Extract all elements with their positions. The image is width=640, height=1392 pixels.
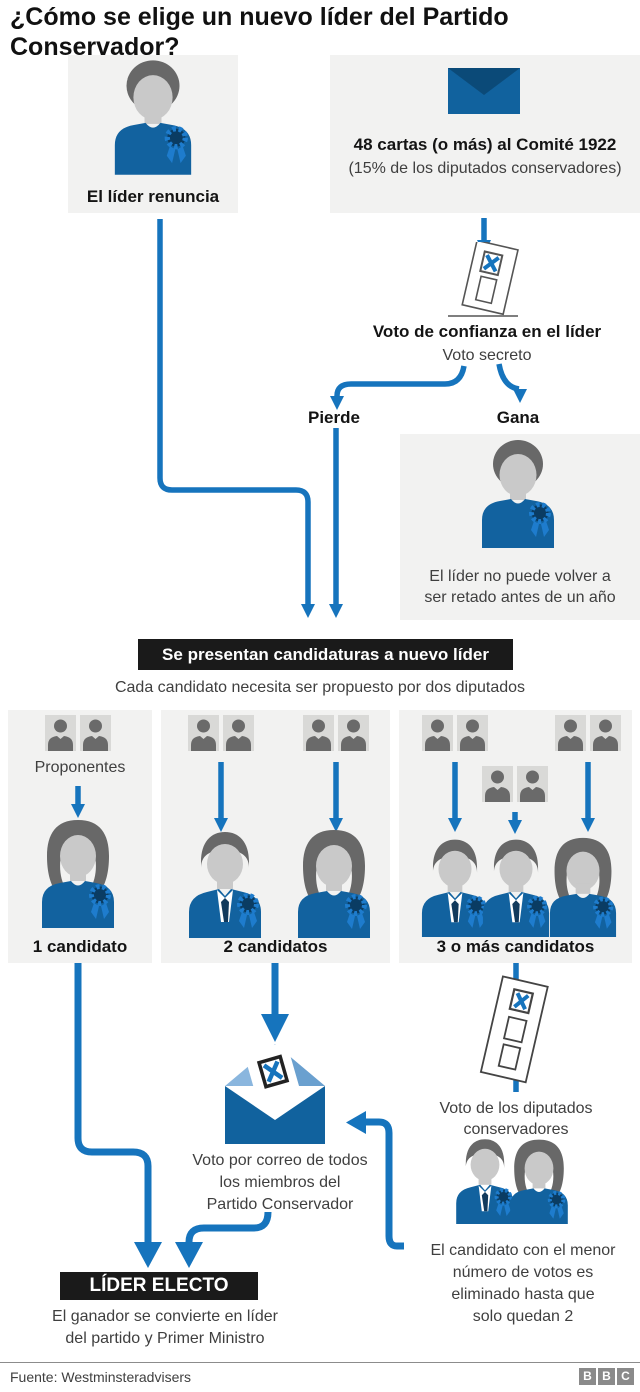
footer-divider (0, 1362, 640, 1363)
arrowhead-into-envelope (346, 1111, 366, 1134)
proposer-pair-icon (482, 766, 548, 802)
envelope-icon (448, 68, 520, 114)
flow-line-branch-win (496, 363, 520, 392)
page-title: ¿Cómo se elige un nuevo líder del Partid… (10, 3, 509, 61)
open-envelope-icon (225, 1041, 325, 1144)
nominations-banner: Se presentan candidaturas a nuevo líder (138, 639, 513, 670)
elimination-note: El candidato con el menor número de voto… (430, 1242, 616, 1325)
two-candidates-label: 2 candidatos (223, 937, 328, 956)
confidence-heading: Voto de confianza en el líder (372, 322, 602, 341)
lose-label: Pierde (308, 408, 360, 427)
bbc-logo-block: B (598, 1368, 615, 1385)
flow-line-branch-lose (334, 365, 467, 398)
mp-vote-label: Voto de los diputados conservadores (439, 1100, 593, 1138)
proposer-pair-icon (555, 715, 621, 751)
leader-person-icon (100, 58, 206, 175)
bbc-logo-block: C (617, 1368, 634, 1385)
elected-subtext: El ganador se convierte en líder del par… (52, 1308, 278, 1347)
ballot-mp-vote-icon (479, 975, 549, 1084)
postal-vote-label: Voto por correo de todos los miembros de… (192, 1152, 368, 1213)
arrowhead-resign (301, 604, 315, 618)
source-credit: Fuente: Westminsteradvisers (10, 1369, 192, 1385)
candidate-female-icon (284, 828, 384, 938)
final-two-candidates-icon (437, 1136, 587, 1224)
letters-subtext: (15% de los diputados conservadores) (348, 160, 622, 177)
proponents-label: Proponentes (34, 759, 126, 776)
proposer-pair-icon (188, 715, 254, 751)
three-candidates-label: 3 o más candidatos (436, 937, 595, 956)
proposer-pair-icon (422, 715, 488, 751)
ballot-confidence-icon (448, 242, 519, 317)
arrowhead-win (513, 389, 527, 403)
one-candidate-label: 1 candidato (32, 937, 128, 956)
leader-resigns-label: El líder renuncia (86, 187, 220, 206)
flow-line-postal-to-elected (185, 1211, 272, 1244)
confidence-subtext: Voto secreto (442, 347, 532, 364)
bbc-logo: B B C (579, 1368, 634, 1385)
candidate-female-icon (28, 818, 128, 928)
arrowhead-elected-left (134, 1242, 162, 1268)
win-person-icon (468, 438, 568, 548)
proposer-pair-icon (303, 715, 369, 751)
candidate-female-icon (537, 836, 629, 937)
candidate-male-icon (175, 828, 275, 938)
arrowhead-lose2 (329, 604, 343, 618)
arrowhead-elected-right (175, 1242, 203, 1268)
nominations-subtext: Cada candidato necesita ser propuesto po… (114, 679, 526, 696)
win-label: Gana (496, 408, 540, 427)
elected-banner: LÍDER ELECTO (60, 1272, 258, 1300)
proposer-pair-icon (45, 715, 111, 751)
bbc-logo-block: B (579, 1368, 596, 1385)
win-note: El líder no puede volver a ser retado an… (424, 568, 616, 606)
flow-line-col1-to-elected (74, 963, 152, 1242)
letters-heading: 48 cartas (o más) al Comité 1922 (353, 135, 617, 154)
